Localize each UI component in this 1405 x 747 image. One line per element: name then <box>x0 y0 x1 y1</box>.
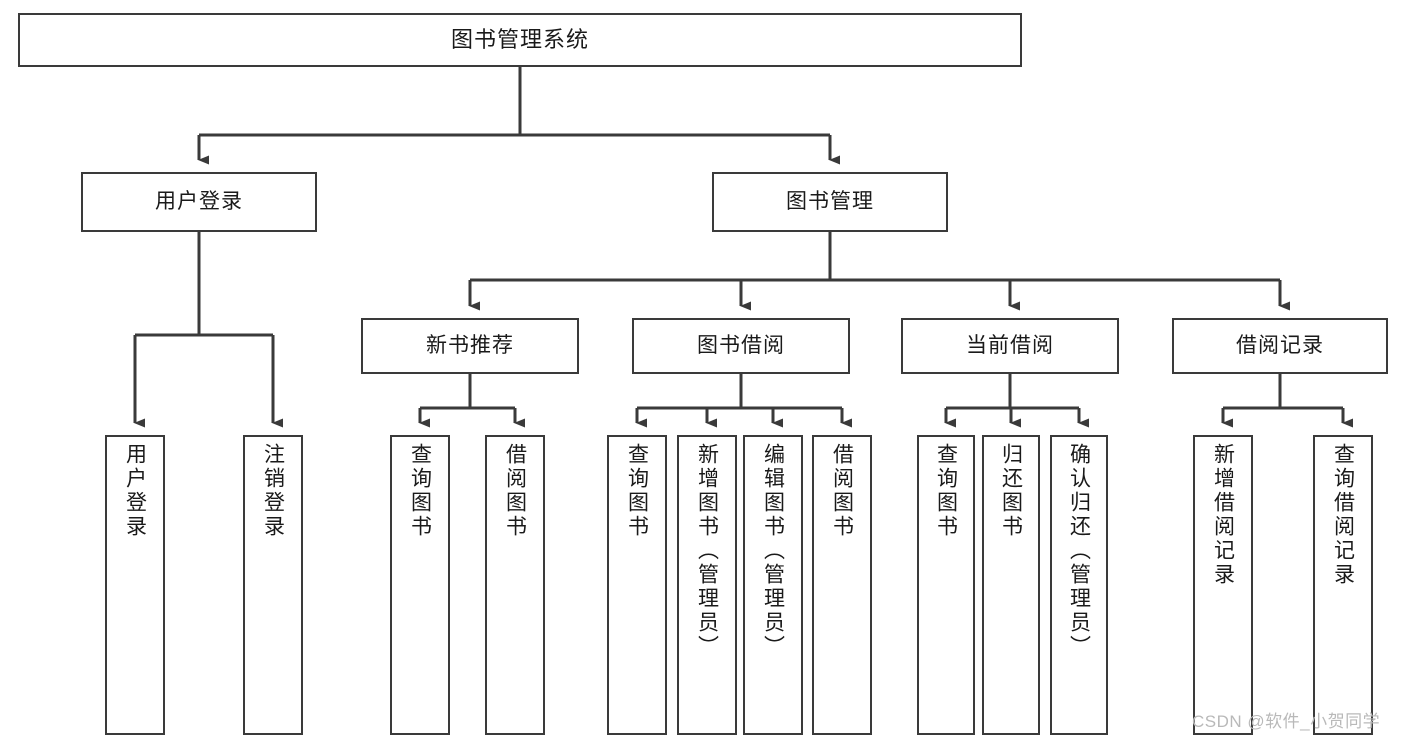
leaf-user-login-label: 用户登录 <box>123 443 147 539</box>
leaf-add-book-admin-label: 新增图书（管理员） <box>695 443 719 659</box>
leaf-query-borrow-record-label: 查询借阅记录 <box>1331 443 1355 587</box>
leaf-query-book-recommend[interactable]: 查询图书 <box>390 435 450 735</box>
leaf-return-book-label: 归还图书 <box>999 443 1023 539</box>
leaf-add-book-admin[interactable]: 新增图书（管理员） <box>677 435 737 735</box>
node-borrow-record[interactable]: 借阅记录 <box>1172 318 1388 374</box>
leaf-add-borrow-record-label: 新增借阅记录 <box>1211 443 1235 587</box>
leaf-return-book[interactable]: 归还图书 <box>982 435 1040 735</box>
leaf-query-borrow-record[interactable]: 查询借阅记录 <box>1313 435 1373 735</box>
leaf-query-book-current[interactable]: 查询图书 <box>917 435 975 735</box>
leaf-borrow-book-recommend[interactable]: 借阅图书 <box>485 435 545 735</box>
leaf-borrow-book-recommend-label: 借阅图书 <box>503 443 527 539</box>
node-root[interactable]: 图书管理系统 <box>18 13 1022 67</box>
csdn-watermark: CSDN @软件_小贺同学 <box>1192 712 1381 731</box>
leaf-user-logout-label: 注销登录 <box>261 443 285 539</box>
leaf-add-borrow-record[interactable]: 新增借阅记录 <box>1193 435 1253 735</box>
leaf-query-book-borrow-label: 查询图书 <box>625 443 649 539</box>
leaf-query-book-borrow[interactable]: 查询图书 <box>607 435 667 735</box>
leaf-user-login[interactable]: 用户登录 <box>105 435 165 735</box>
node-user-login[interactable]: 用户登录 <box>81 172 317 232</box>
node-current-borrow[interactable]: 当前借阅 <box>901 318 1119 374</box>
node-book-management[interactable]: 图书管理 <box>712 172 948 232</box>
node-borrow-record-label: 借阅记录 <box>1236 333 1324 357</box>
leaf-confirm-return-admin-label: 确认归还（管理员） <box>1067 443 1091 659</box>
leaf-user-logout[interactable]: 注销登录 <box>243 435 303 735</box>
leaf-borrow-book-label: 借阅图书 <box>830 443 854 539</box>
leaf-borrow-book[interactable]: 借阅图书 <box>812 435 872 735</box>
node-current-borrow-label: 当前借阅 <box>966 333 1054 357</box>
leaf-query-book-current-label: 查询图书 <box>934 443 958 539</box>
leaf-edit-book-admin-label: 编辑图书（管理员） <box>761 443 785 659</box>
node-new-book-recommendation-label: 新书推荐 <box>426 333 514 357</box>
node-book-borrow-label: 图书借阅 <box>697 333 785 357</box>
node-new-book-recommendation[interactable]: 新书推荐 <box>361 318 579 374</box>
node-book-management-label: 图书管理 <box>786 189 874 213</box>
leaf-edit-book-admin[interactable]: 编辑图书（管理员） <box>743 435 803 735</box>
node-user-login-label: 用户登录 <box>155 189 243 213</box>
leaf-query-book-recommend-label: 查询图书 <box>408 443 432 539</box>
node-book-borrow[interactable]: 图书借阅 <box>632 318 850 374</box>
leaf-confirm-return-admin[interactable]: 确认归还（管理员） <box>1050 435 1108 735</box>
node-root-label: 图书管理系统 <box>450 27 589 53</box>
